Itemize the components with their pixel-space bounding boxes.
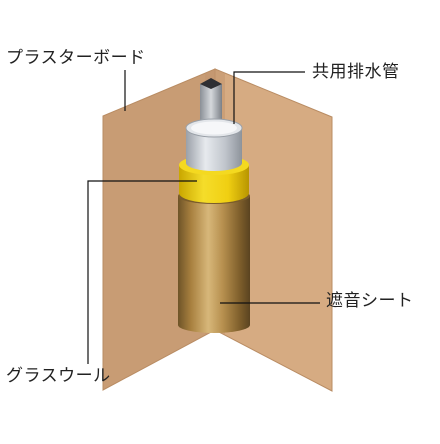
plasterboard-label: プラスターボード bbox=[6, 48, 146, 68]
drain-pipe-label: 共用排水管 bbox=[312, 62, 400, 82]
leader-line-drain-pipe bbox=[233, 71, 305, 124]
steel-post bbox=[200, 84, 222, 128]
steel-post-top bbox=[200, 78, 222, 89]
glass-wool-label: グラスウール bbox=[6, 366, 111, 386]
drain-pipe-body bbox=[186, 128, 242, 171]
leader-line-glass-wool bbox=[87, 180, 197, 364]
drain-pipe-opening bbox=[191, 121, 237, 135]
sound-sheet-body bbox=[178, 196, 250, 333]
sound-sheet-label: 遮音シート bbox=[326, 291, 414, 311]
glass-wool-body bbox=[179, 165, 249, 203]
